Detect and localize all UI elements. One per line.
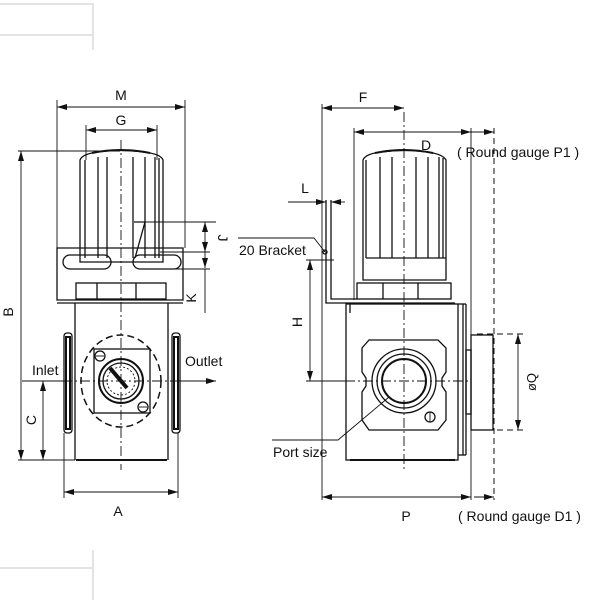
side-bracket	[325, 200, 455, 304]
front-knob	[79, 149, 164, 263]
dimension-a: A	[63, 433, 179, 519]
frame-artifacts	[0, 3, 94, 600]
flow-labels: Inlet Outlet	[22, 353, 222, 384]
dimension-label-l: L	[301, 180, 309, 196]
front-body	[63, 303, 181, 461]
dimension-f: F	[321, 89, 404, 500]
dimension-p: P ( Round gauge D1 )	[322, 494, 581, 524]
bracket-label: 20 Bracket	[239, 242, 306, 258]
side-knob	[362, 149, 447, 281]
dimension-label-f: F	[359, 89, 368, 105]
dimension-label-c: C	[23, 415, 39, 425]
outlet-label: Outlet	[185, 353, 222, 369]
dimension-b: B	[0, 150, 120, 461]
dimension-c: C	[23, 380, 62, 460]
port-size-callout: Port size	[272, 396, 390, 460]
dimension-k: K	[160, 252, 210, 313]
dimension-d: D ( Round gauge P1 )	[353, 128, 579, 500]
frame-box-top	[0, 3, 94, 36]
front-view: M G B C J	[0, 87, 231, 519]
frame-box-bottom	[0, 567, 94, 600]
round-gauge-d1-label: ( Round gauge D1 )	[458, 508, 581, 524]
dimension-label-b: B	[0, 307, 16, 316]
dimension-label-p: P	[401, 508, 410, 524]
dimension-j: J	[134, 221, 231, 253]
bracket-callout: 20 Bracket	[238, 237, 328, 258]
inlet-label: Inlet	[32, 362, 59, 378]
dimension-label-m: M	[115, 87, 127, 103]
dimension-q: øQ	[477, 333, 539, 431]
dimension-label-g: G	[116, 112, 127, 128]
dimension-label-h: H	[289, 317, 305, 327]
dimension-label-q: øQ	[524, 373, 539, 391]
dimension-h: H	[289, 259, 345, 382]
dimension-label-k: K	[183, 293, 199, 303]
dimension-g: G	[85, 112, 158, 160]
dimension-label-j: J	[215, 235, 231, 242]
round-gauge-p1-label: ( Round gauge P1 )	[457, 144, 579, 160]
dimension-l: L	[288, 180, 345, 205]
dimension-m: M	[56, 87, 186, 248]
port-size-label: Port size	[273, 444, 328, 460]
dimension-label-a: A	[113, 503, 123, 519]
port-face	[361, 339, 447, 431]
dimension-label-d: D	[421, 137, 431, 153]
side-view: F D ( Round gauge P1 ) L 20 Bracket	[238, 89, 581, 524]
